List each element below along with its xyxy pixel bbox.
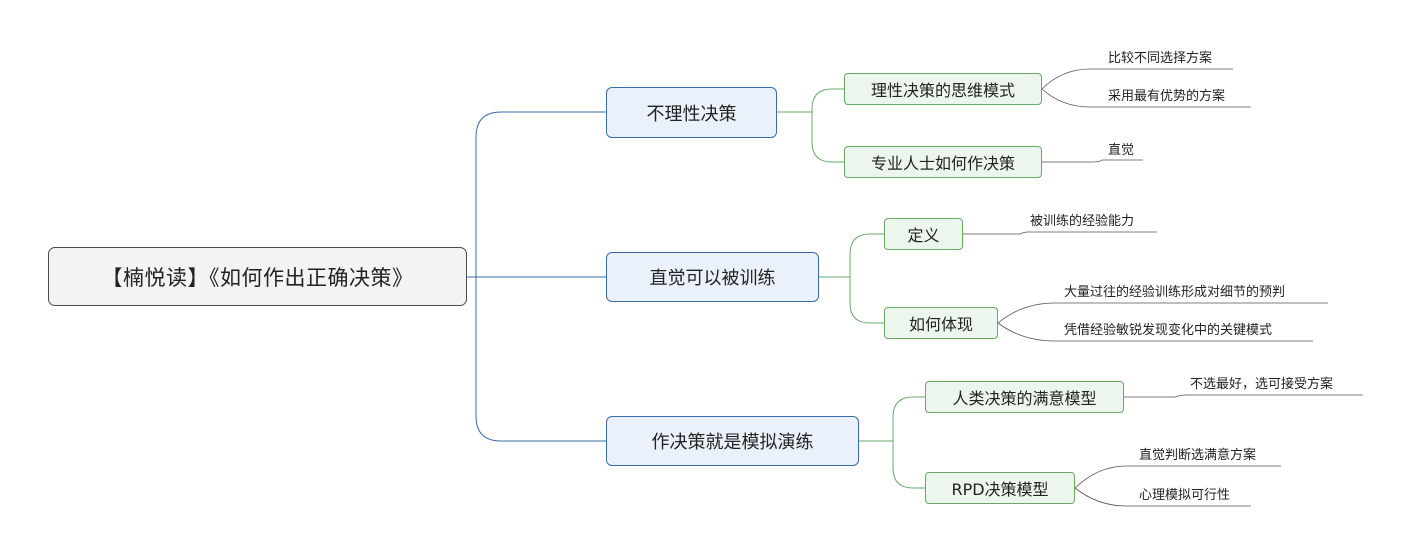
main-topic-label: 不理性决策 (646, 103, 737, 125)
subtopic-label: 人类决策的满意模型 (952, 389, 1097, 408)
subtopic-rational-thinking-mode[interactable]: 理性决策的思维模式 (844, 73, 1042, 105)
main-topic-label: 作决策就是模拟演练 (651, 432, 814, 453)
leaf-topic[interactable]: 不选最好，选可接受方案 (1190, 377, 1333, 393)
connector-leaf-1-1 (1041, 68, 1233, 90)
connector-leaf-4-2 (997, 322, 1313, 342)
connector-root-branch-3 (467, 276, 606, 442)
connector-branch-2-sub-2 (819, 276, 884, 324)
connector-branch-3-sub-2 (859, 440, 925, 489)
subtopic-label: 定义 (907, 226, 940, 245)
connector-leaf-6-1 (1074, 465, 1281, 489)
subtopic-how-manifested[interactable]: 如何体现 (884, 307, 998, 339)
connector-branch-3-sub-1 (859, 396, 925, 442)
leaf-label: 不选最好，选可接受方案 (1190, 377, 1334, 392)
main-topic-intuition-trainable[interactable]: 直觉可以被训练 (606, 252, 819, 302)
main-topic-decision-is-simulation[interactable]: 作决策就是模拟演练 (606, 416, 859, 466)
leaf-label: 直觉判断选满意方案 (1139, 448, 1257, 463)
subtopic-label: 理性决策的思维模式 (870, 81, 1015, 100)
leaf-label: 大量过往的经验训练形成对细节的预判 (1064, 285, 1286, 300)
subtopic-label: 如何体现 (908, 315, 973, 334)
subtopic-label: 专业人士如何作决策 (870, 154, 1015, 173)
connector-branch-1-sub-1 (777, 88, 844, 113)
leaf-topic[interactable]: 直觉 (1108, 143, 1134, 159)
connector-branch-2-sub-1 (819, 233, 884, 278)
connector-leaf-2-1 (1042, 159, 1143, 163)
leaf-topic[interactable]: 直觉判断选满意方案 (1139, 448, 1256, 464)
leaf-label: 采用最有优势的方案 (1108, 89, 1226, 104)
leaf-topic[interactable]: 比较不同选择方案 (1108, 51, 1212, 67)
leaf-label: 比较不同选择方案 (1108, 51, 1213, 66)
subtopic-satisficing-model[interactable]: 人类决策的满意模型 (925, 381, 1124, 413)
leaf-label: 直觉 (1108, 143, 1135, 158)
leaf-topic[interactable]: 被训练的经验能力 (1030, 214, 1134, 230)
connector-root-branch-1 (467, 111, 606, 278)
connector-leaf-5-1 (1124, 394, 1363, 398)
subtopic-expert-decisions[interactable]: 专业人士如何作决策 (844, 146, 1042, 178)
main-topic-label: 直觉可以被训练 (649, 268, 776, 289)
subtopic-definition[interactable]: 定义 (884, 218, 963, 250)
leaf-topic[interactable]: 凭借经验敏锐发现变化中的关键模式 (1064, 323, 1272, 339)
leaf-topic[interactable]: 大量过往的经验训练形成对细节的预判 (1064, 285, 1285, 301)
leaf-topic[interactable]: 心理模拟可行性 (1139, 488, 1230, 504)
connector-leaf-4-1 (997, 302, 1328, 324)
connector-leaf-6-2 (1074, 487, 1251, 507)
subtopic-rpd-model[interactable]: RPD决策模型 (925, 472, 1075, 504)
leaf-label: 被训练的经验能力 (1030, 214, 1135, 229)
connector-branch-1-sub-2 (777, 111, 844, 163)
root-topic[interactable]: 【楠悦读】《如何作出正确决策》 (48, 247, 467, 306)
connector-leaf-1-2 (1041, 88, 1251, 108)
main-topic-irrational-decisions[interactable]: 不理性决策 (606, 87, 777, 138)
leaf-label: 凭借经验敏锐发现变化中的关键模式 (1064, 323, 1273, 338)
subtopic-label: RPD决策模型 (951, 480, 1049, 499)
connector-leaf-3-1 (963, 231, 1157, 235)
leaf-label: 心理模拟可行性 (1139, 488, 1231, 503)
root-topic-label: 【楠悦读】《如何作出正确决策》 (101, 265, 414, 290)
leaf-topic[interactable]: 采用最有优势的方案 (1108, 89, 1225, 105)
